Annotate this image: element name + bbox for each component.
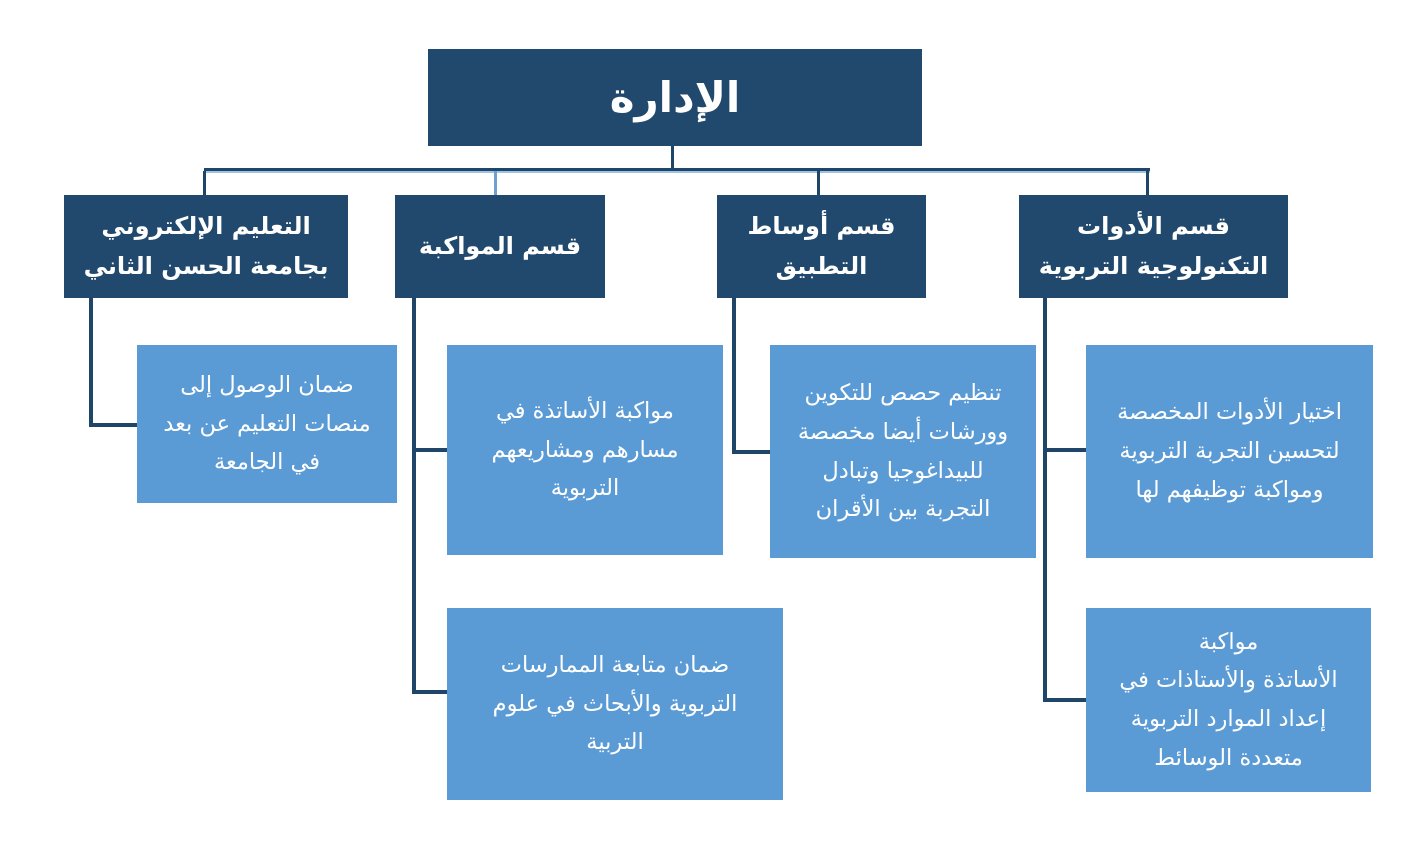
connector-dept4-elbow-2 xyxy=(1043,698,1086,702)
leaf-node-tool-selection: اختيار الأدوات المخصصة لتحسين التجربة ال… xyxy=(1086,345,1373,558)
connector-drop-dept-4 xyxy=(1146,171,1149,195)
dept-node-edu-tech-tools: قسم الأدوات التكنولوجية التربوية xyxy=(1019,195,1288,298)
connector-dept2-elbow-2 xyxy=(412,690,447,694)
connector-horizontal-light xyxy=(204,171,1150,173)
connector-dept4-vertical xyxy=(1043,298,1047,702)
connector-dept1-elbow xyxy=(89,423,137,427)
dept-node-elearning-hassan-ii: التعليم الإلكتروني بجامعة الحسن الثاني xyxy=(64,195,348,298)
connector-horizontal-dark xyxy=(204,168,1150,171)
leaf-node-platform-access: ضمان الوصول إلى منصات التعليم عن بعد في … xyxy=(137,345,397,503)
leaf-node-training-sessions-workshops: تنظيم حصص للتكوين وورشات أيضا مخصصة للبي… xyxy=(770,345,1036,558)
dept-node-accompaniment: قسم المواكبة xyxy=(395,195,605,298)
connector-dept3-vertical xyxy=(732,298,736,454)
connector-dept1-vertical xyxy=(89,297,93,427)
connector-root-vertical xyxy=(671,146,674,171)
leaf-node-multimedia-resources: مواكبة الأساتذة والأستاذات في إعداد المو… xyxy=(1086,608,1371,792)
connector-dept2-elbow-1 xyxy=(412,448,447,452)
connector-drop-dept-2 xyxy=(494,171,497,195)
connector-drop-dept-1 xyxy=(203,171,206,195)
leaf-node-accompany-professors-projects: مواكبة الأساتذة في مسارهم ومشاريعهم التر… xyxy=(447,345,723,555)
root-node-administration: الإدارة xyxy=(428,49,922,146)
connector-drop-dept-3 xyxy=(817,171,820,195)
leaf-node-follow-practices-research: ضمان متابعة الممارسات التربوية والأبحاث … xyxy=(447,608,783,800)
dept-node-application-settings: قسم أوساط التطبيق xyxy=(717,195,926,298)
connector-dept3-elbow xyxy=(732,450,770,454)
connector-dept4-elbow-1 xyxy=(1043,448,1086,452)
connector-dept2-vertical xyxy=(412,298,416,694)
